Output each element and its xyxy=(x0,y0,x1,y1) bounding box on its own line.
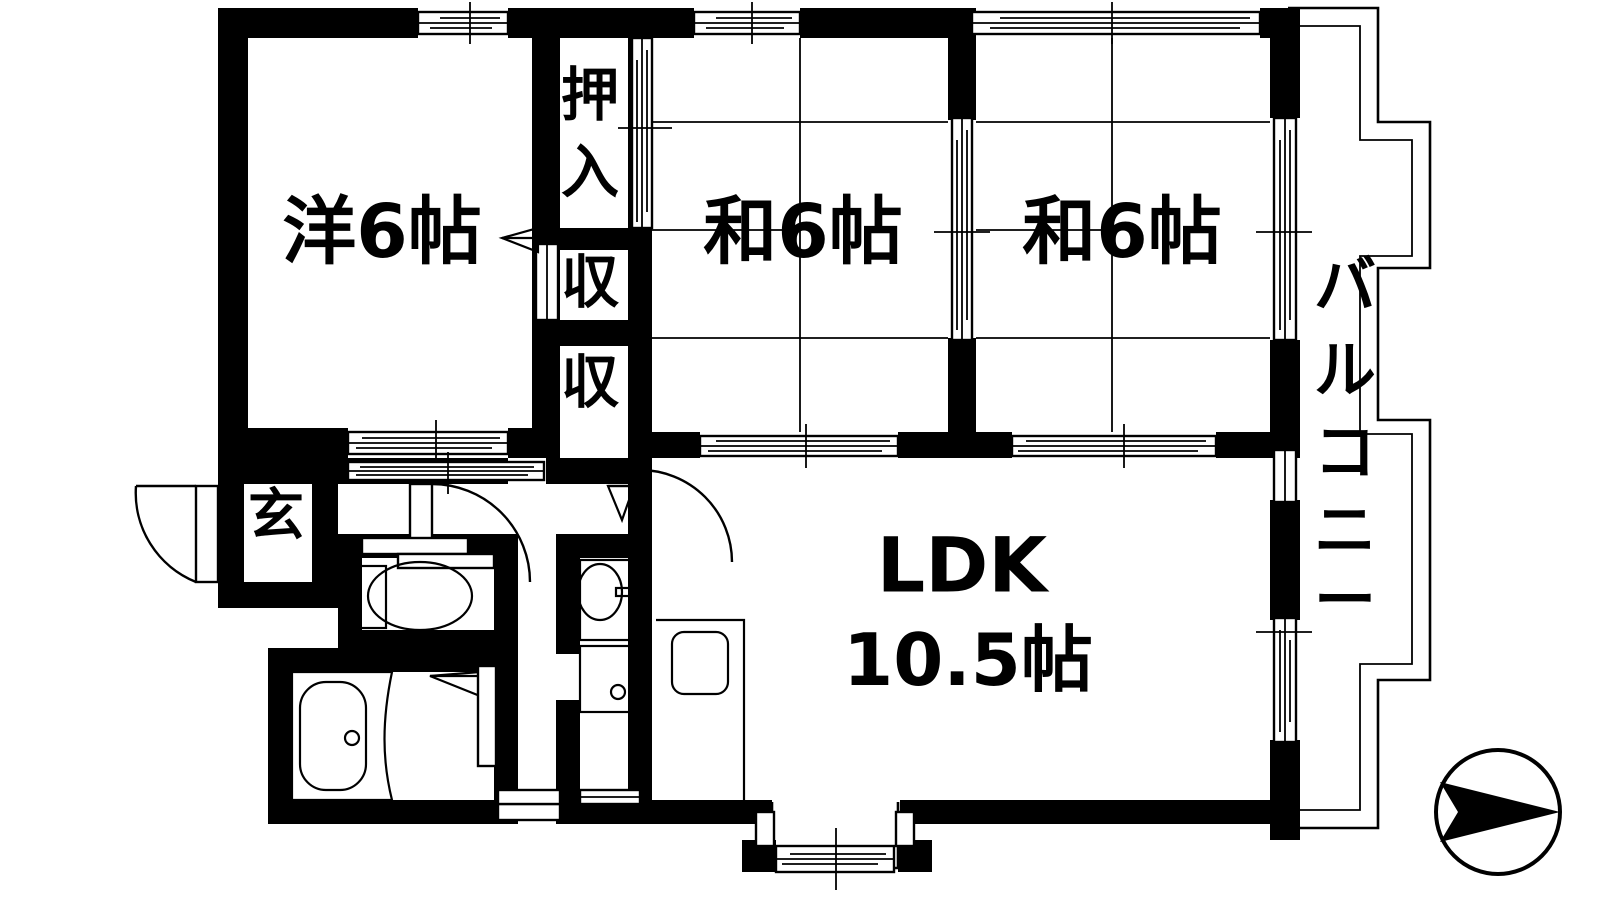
window-ldk-right-upper xyxy=(1272,448,1298,504)
sliding-door-balcony-upper xyxy=(1256,116,1312,342)
label-entrance: 玄 xyxy=(248,484,304,549)
window-japanese1-top xyxy=(692,2,802,44)
entrance-door xyxy=(134,484,220,584)
window-japanese2-top xyxy=(970,2,1262,44)
balcony-label: バ ル コ ニ ー xyxy=(1314,249,1376,637)
compass-rose xyxy=(1434,748,1562,876)
room-labels: 洋6帖 和6帖 和6帖 LDK 10.5帖 玄 xyxy=(248,189,1222,702)
toilet-fixture xyxy=(350,560,474,632)
plumbing-fixtures xyxy=(290,558,746,802)
sliding-door-between-japanese-rooms xyxy=(934,116,990,342)
label-ldk-title: LDK xyxy=(877,521,1051,610)
window-corridor xyxy=(346,452,546,494)
bath-door xyxy=(429,664,498,768)
hall-large-swing xyxy=(639,468,734,563)
sliding-door-oshiire xyxy=(618,36,672,230)
label-oshiire-char-1: 押 xyxy=(561,61,619,129)
kitchen-counter xyxy=(656,618,746,800)
balcony-char-4: ニ xyxy=(1314,494,1376,567)
balcony-outline xyxy=(1288,6,1432,830)
tatami-mat-lines xyxy=(652,38,1270,432)
bay-window-ldk xyxy=(754,802,916,890)
label-japanese-room-2: 和6帖 xyxy=(1022,189,1222,275)
washbasin-fixture xyxy=(576,558,636,642)
window-kitchen-bottom xyxy=(578,788,642,806)
sliding-door-shuno-top xyxy=(534,242,560,322)
washroom-door-bottom xyxy=(496,788,562,822)
label-ldk-size: 10.5帖 xyxy=(843,618,1093,702)
storage-access-arrow-western xyxy=(498,226,540,254)
storage-labels: 押 入 収 収 xyxy=(561,61,619,416)
label-japanese-room-1: 和6帖 xyxy=(703,189,903,275)
storage-access-arrow-corridor xyxy=(606,484,636,524)
window-western-bottom xyxy=(346,420,510,466)
balcony-char-3: コ xyxy=(1314,416,1376,489)
window-japanese1-bottom xyxy=(698,424,900,468)
label-oshiire-char-2: 入 xyxy=(561,138,619,206)
label-shuno-bottom: 収 xyxy=(561,348,619,416)
toilet-door xyxy=(360,536,496,570)
balcony-char-1: バ xyxy=(1314,249,1376,322)
balcony-char-5: ー xyxy=(1314,564,1376,637)
label-shuno-top: 収 xyxy=(561,248,619,316)
label-western-room: 洋6帖 xyxy=(282,189,482,275)
window-japanese2-bottom xyxy=(1010,424,1218,468)
window-western-top xyxy=(416,2,510,44)
sliding-door-balcony-ldk xyxy=(1256,616,1312,744)
balcony-char-2: ル xyxy=(1314,334,1376,407)
bathtub-fixture xyxy=(290,670,394,802)
window-symbols xyxy=(134,2,1312,890)
washing-machine-space xyxy=(578,644,632,714)
